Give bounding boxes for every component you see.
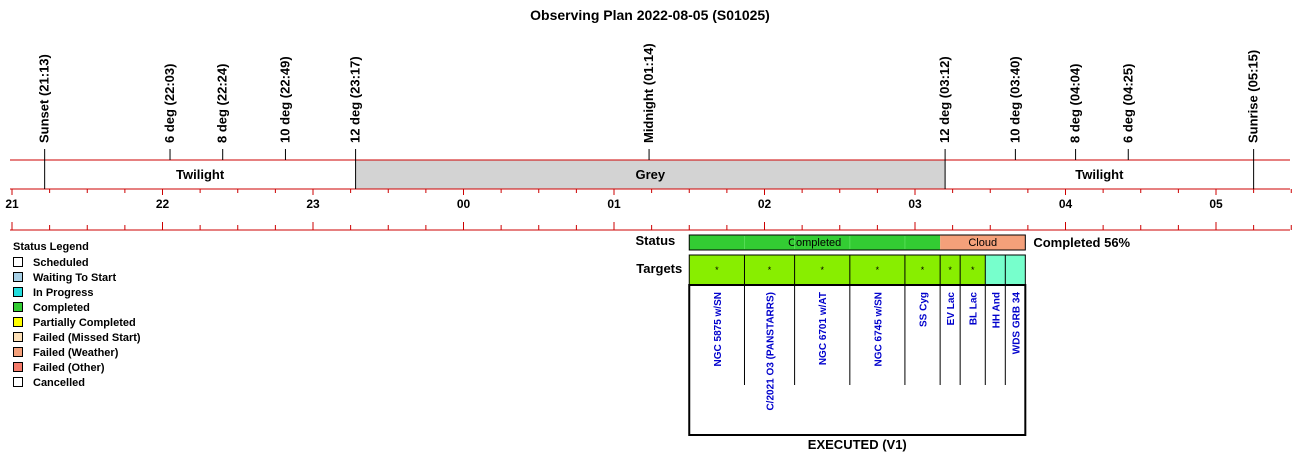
legend-label-1: Waiting To Start	[33, 272, 116, 284]
status-segment-1	[940, 235, 1026, 250]
event-label-1: 6 deg (22:03)	[162, 64, 177, 143]
hour-label-7: 04	[1059, 197, 1073, 211]
event-label-9: 6 deg (04:25)	[1120, 64, 1135, 143]
status-segment-0	[689, 235, 941, 250]
execution-footer: EXECUTED (V1)	[808, 437, 907, 452]
target-name-7: HH And	[991, 292, 1002, 328]
target-name-1: C/2021 O3 (PANSTARRS)	[766, 292, 777, 411]
status-segment-label-1: Cloud	[968, 237, 997, 249]
legend-swatch-0	[13, 257, 23, 267]
band-label-1: Grey	[636, 167, 666, 182]
target-name-2: NGC 6701 w/AT	[818, 292, 829, 365]
target-cell-7	[985, 255, 1006, 285]
legend-swatch-7	[13, 362, 23, 372]
chart-title: Observing Plan 2022-08-05 (S01025)	[530, 7, 770, 23]
hour-label-8: 05	[1209, 197, 1223, 211]
target-name-5: EV Lac	[946, 292, 957, 326]
event-label-10: Sunrise (05:15)	[1246, 50, 1261, 143]
legend-title: Status Legend	[13, 241, 89, 253]
legend-label-8: Cancelled	[33, 377, 85, 389]
sky-events: Sunset (21:13) 6 deg (22:03) 8 deg (22:24)…	[37, 43, 1261, 189]
band-label-2: Twilight	[1075, 167, 1124, 182]
event-label-4: 12 deg (23:17)	[348, 56, 363, 143]
hour-label-6: 03	[908, 197, 922, 211]
status-segment-label-0: Completed	[788, 237, 841, 249]
legend-swatch-4	[13, 317, 23, 327]
target-name-0: NGC 5875 w/SN	[713, 292, 724, 366]
target-cell-3	[849, 255, 905, 285]
event-label-2: 8 deg (22:24)	[215, 64, 230, 143]
status-row-frame	[688, 234, 1026, 251]
target-marker-0: *	[715, 265, 719, 275]
target-cell-5	[940, 255, 961, 285]
target-cell-8	[1005, 255, 1026, 285]
time-axis: 21 22 23 00 01 02 03 04 05	[5, 189, 1292, 231]
target-marker-5: *	[948, 265, 952, 275]
event-label-0: Sunset (21:13)	[37, 54, 52, 143]
target-name-4: SS Cyg	[919, 292, 930, 327]
targets-row-label: Targets	[636, 261, 682, 276]
target-name-6: BL Lac	[969, 292, 980, 326]
target-cell-4	[904, 255, 941, 285]
legend-label-7: Failed (Other)	[33, 362, 105, 374]
event-label-3: 10 deg (22:49)	[277, 56, 292, 143]
legend-label-3: Completed	[33, 302, 90, 314]
band-fill-1	[355, 160, 946, 189]
target-cell-1	[744, 255, 795, 285]
target-cell-6	[960, 255, 986, 285]
legend-label-5: Failed (Missed Start)	[33, 332, 141, 344]
target-name-3: NGC 6745 w/SN	[873, 292, 884, 366]
hour-label-0: 21	[5, 197, 19, 211]
target-cell-2	[794, 255, 850, 285]
hour-label-1: 22	[156, 197, 170, 211]
hour-label-5: 02	[758, 197, 772, 211]
legend-swatch-5	[13, 332, 23, 342]
target-cell-0	[689, 255, 745, 285]
event-label-5: Midnight (01:14)	[641, 43, 656, 143]
event-label-6: 12 deg (03:12)	[937, 56, 952, 143]
legend-label-6: Failed (Weather)	[33, 347, 119, 359]
sky-bands: Twilight Grey Twilight	[10, 159, 1290, 190]
target-marker-4: *	[921, 265, 925, 275]
status-row-label: Status	[636, 233, 676, 248]
legend-swatch-6	[13, 347, 23, 357]
hour-label-4: 01	[607, 197, 621, 211]
legend-swatch-1	[13, 272, 23, 282]
target-marker-2: *	[820, 265, 824, 275]
legend-label-4: Partially Completed	[33, 317, 136, 329]
target-marker-1: *	[768, 265, 772, 275]
legend-label-0: Scheduled	[33, 257, 89, 269]
target-names-frame	[688, 284, 1027, 436]
target-name-8: WDS GRB 34	[1011, 292, 1022, 355]
event-label-7: 10 deg (03:40)	[1007, 56, 1022, 143]
legend-swatch-2	[13, 287, 23, 297]
hour-label-3: 00	[457, 197, 471, 211]
target-marker-3: *	[876, 265, 880, 275]
legend-swatch-8	[13, 377, 23, 387]
status-summary: Completed 56%	[1033, 235, 1130, 250]
hour-label-2: 23	[306, 197, 320, 211]
legend-swatch-3	[13, 302, 23, 312]
target-marker-6: *	[971, 265, 975, 275]
band-label-0: Twilight	[176, 167, 225, 182]
legend-label-2: In Progress	[33, 287, 94, 299]
event-label-8: 8 deg (04:04)	[1068, 64, 1083, 143]
